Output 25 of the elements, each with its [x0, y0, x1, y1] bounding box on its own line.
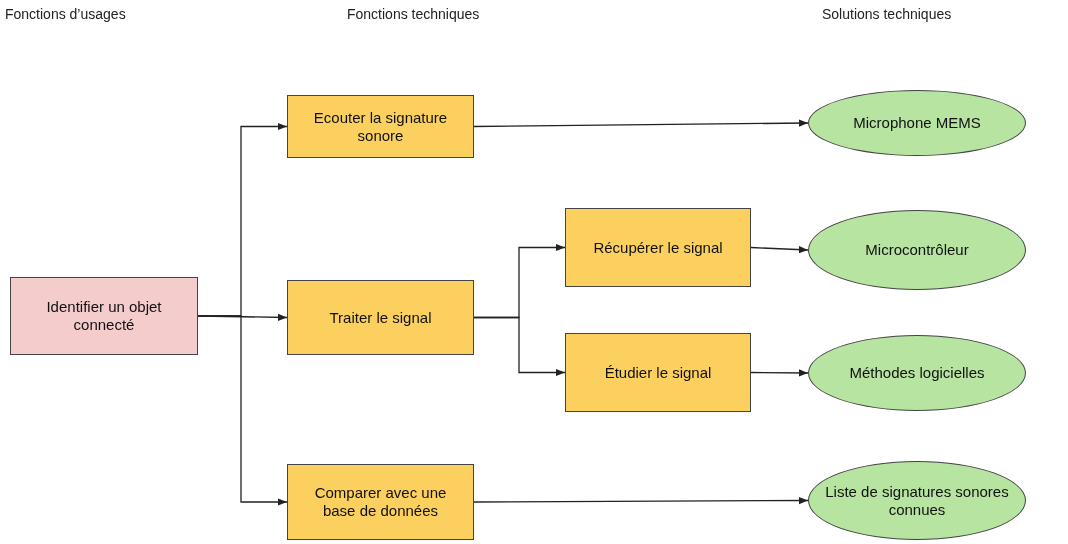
column-heading: Fonctions d’usages	[5, 6, 126, 22]
node-label: Traiter le signal	[329, 308, 432, 327]
node-label: Étudier le signal	[604, 363, 712, 382]
column-heading: Solutions techniques	[822, 6, 952, 22]
node-label: Comparer avec une base de données	[313, 484, 448, 520]
column-heading: Fonctions techniques	[347, 6, 480, 22]
node-label: Microphone MEMS	[853, 114, 981, 132]
technical-function-box	[287, 95, 474, 158]
arrow	[750, 369, 809, 377]
node-label: Récupérer le signal	[593, 238, 723, 257]
arrow	[473, 119, 809, 128]
arrow	[473, 496, 809, 505]
technical-function-box	[565, 333, 751, 412]
node-label: Ecouter la signature sonore	[312, 108, 449, 145]
arrow	[473, 316, 566, 377]
node-label: Liste de signatures sonores connues	[824, 482, 1010, 519]
node-label: Identifier un objet connecté	[45, 298, 163, 334]
technical-function-box	[287, 464, 474, 540]
arrow	[750, 245, 809, 254]
technical-function-box	[287, 280, 474, 355]
technical-function-box	[565, 208, 751, 287]
usage-function-box	[10, 277, 198, 355]
node-label: Microcontrôleur	[865, 241, 969, 259]
node-label: Méthodes logicielles	[849, 364, 985, 382]
arrow	[197, 315, 288, 506]
